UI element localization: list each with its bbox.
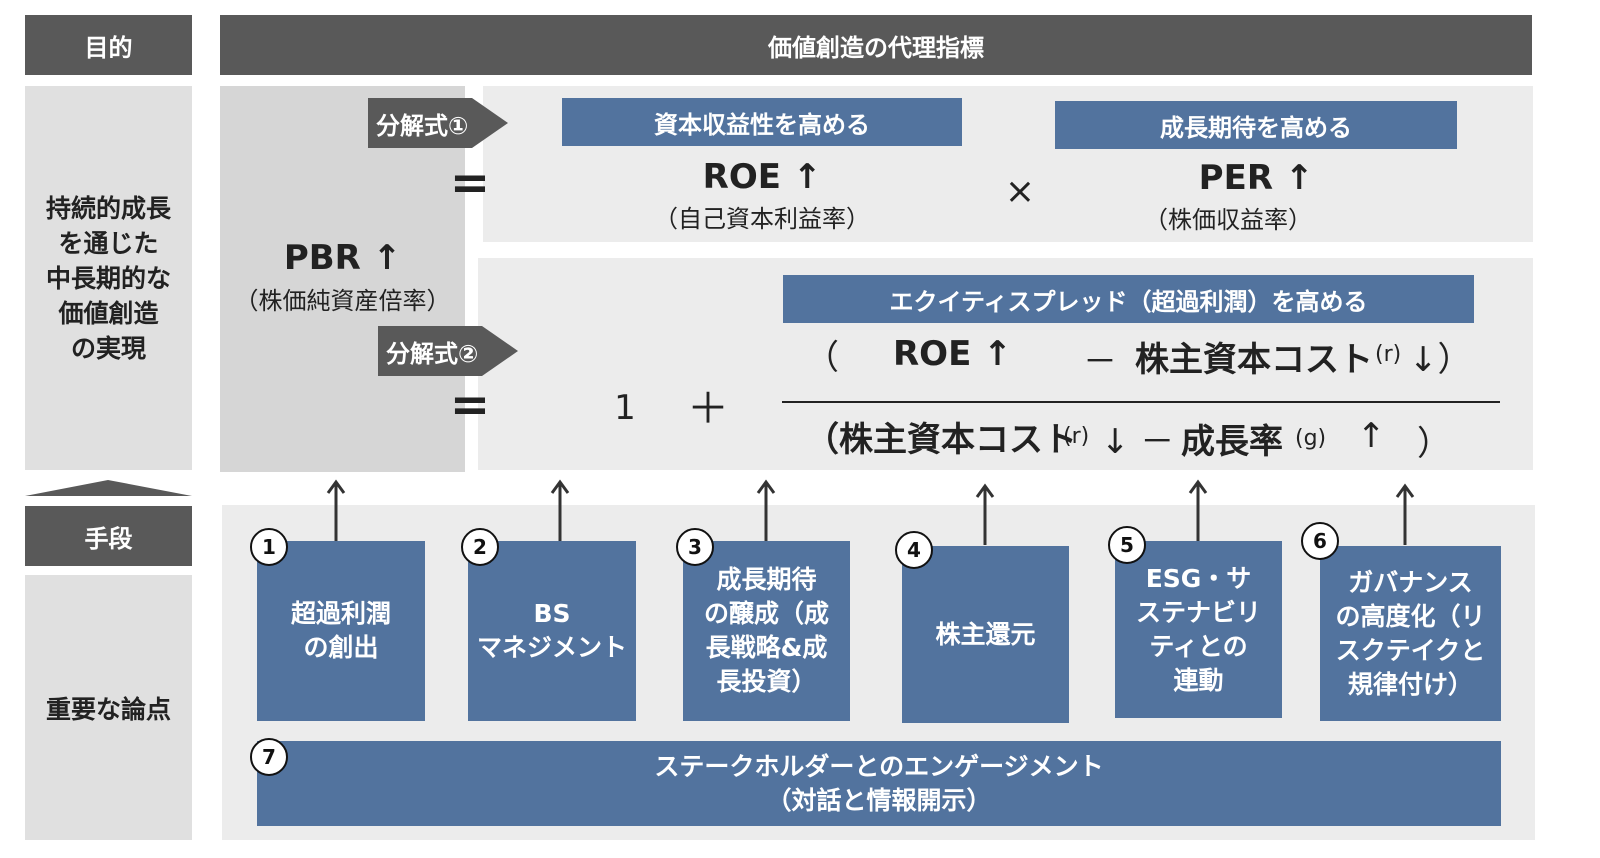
issue-box-2: BS マネジメント <box>468 541 636 721</box>
means-box: 重要な論点 <box>25 575 192 840</box>
pbr-label: PBR ↑ <box>283 238 402 278</box>
den-close: ） <box>1417 424 1451 464</box>
decomp1-tag-arrow <box>472 98 509 148</box>
issue-number-1: 1 <box>250 528 288 566</box>
issue-number-6: 6 <box>1301 522 1339 560</box>
engagement-box: ステークホルダーとのエンゲージメント （対話と情報開示） <box>257 741 1501 826</box>
pbr-column <box>220 86 465 472</box>
issue-box-6: ガバナンス の高度化（リ スクテイクと 規律付け） <box>1320 546 1501 721</box>
den-growth: 成長率 <box>1181 422 1283 462</box>
means-text: 重要な論点 <box>45 694 171 724</box>
up-arrow-icon <box>975 483 995 545</box>
up-arrow-icon <box>756 479 776 541</box>
issue-number-7: 7 <box>250 738 288 776</box>
decomp1-tag: 分解式① <box>368 98 509 148</box>
decomp1-tag-label: 分解式① <box>368 98 473 148</box>
purpose-label: 目的 <box>25 15 192 75</box>
roe-banner: 資本収益性を高める <box>562 98 962 146</box>
issue-number-5: 5 <box>1108 526 1146 564</box>
den-open: （株主資本コスト <box>805 420 1077 460</box>
pbr-sub: （株価純資産倍率） <box>234 286 451 315</box>
decomp2-tag: 分解式② <box>378 326 519 376</box>
chevron-up-icon <box>25 480 192 496</box>
means-label: 手段 <box>25 506 192 566</box>
num-open: （ <box>805 338 839 378</box>
issue-box-1: 超過利潤 の創出 <box>257 541 425 721</box>
issue-box-5: ESG・サ ステナビリ ティとの 連動 <box>1115 541 1282 718</box>
decomp2-tag-label: 分解式② <box>378 326 483 376</box>
up-arrow-icon <box>1395 483 1415 545</box>
num-roe: ROE ↑ <box>893 334 1012 374</box>
per-sub: （株価収益率） <box>1144 205 1312 234</box>
num-r: (r) <box>1375 342 1402 367</box>
roe-sub: （自己資本利益率） <box>654 204 870 233</box>
roe-label: ROE ↑ <box>702 157 822 197</box>
issue-number-3: 3 <box>676 528 714 566</box>
issue-number-2: 2 <box>461 528 499 566</box>
per-label: PER ↑ <box>1198 158 1314 198</box>
issue-box-4: 株主還元 <box>902 546 1069 723</box>
decomp2-equals: = <box>449 377 491 433</box>
fraction-bar <box>782 401 1500 403</box>
up-arrow-icon <box>550 479 570 541</box>
issue-box-3: 成長期待 の醸成（成 長戦略&成 長投資） <box>683 541 850 721</box>
times-sign: × <box>1004 170 1036 212</box>
den-g: (g) <box>1295 426 1327 451</box>
num-close: ↓） <box>1409 340 1472 380</box>
num-minus: － <box>1083 342 1117 382</box>
purpose-text: 持続的成長 を通じた 中長期的な 価値創造 の実現 <box>45 193 171 363</box>
up-arrow-icon <box>326 479 346 541</box>
engagement-line2: （対話と情報開示） <box>766 785 992 815</box>
header-title: 価値創造の代理指標 <box>220 15 1532 75</box>
den-down: ↓ － <box>1101 422 1175 462</box>
issue-number-4: 4 <box>895 531 933 569</box>
den-r: (r) <box>1063 424 1090 449</box>
per-banner: 成長期待を高める <box>1055 101 1457 149</box>
decomp2-plus: ＋ <box>686 383 729 433</box>
den-up: ↑ <box>1357 416 1386 456</box>
equity-spread-banner: エクイティスプレッド（超過利潤）を高める <box>783 275 1474 323</box>
fraction-numerator: （ ROE ↑ － 株主資本コスト (r) ↓） <box>805 330 1505 382</box>
decomp2-one: 1 <box>614 388 636 428</box>
num-cost: 株主資本コスト <box>1135 340 1373 380</box>
purpose-box: 持続的成長 を通じた 中長期的な 価値創造 の実現 <box>25 86 192 470</box>
fraction-denominator: （株主資本コスト (r) ↓ － 成長率 (g) ↑ ） <box>805 410 1505 464</box>
decomp2-tag-arrow <box>482 326 519 376</box>
up-arrow-icon <box>1188 479 1208 541</box>
decomp1-equals: = <box>449 155 491 211</box>
engagement-line1: ステークホルダーとのエンゲージメント <box>654 751 1104 781</box>
